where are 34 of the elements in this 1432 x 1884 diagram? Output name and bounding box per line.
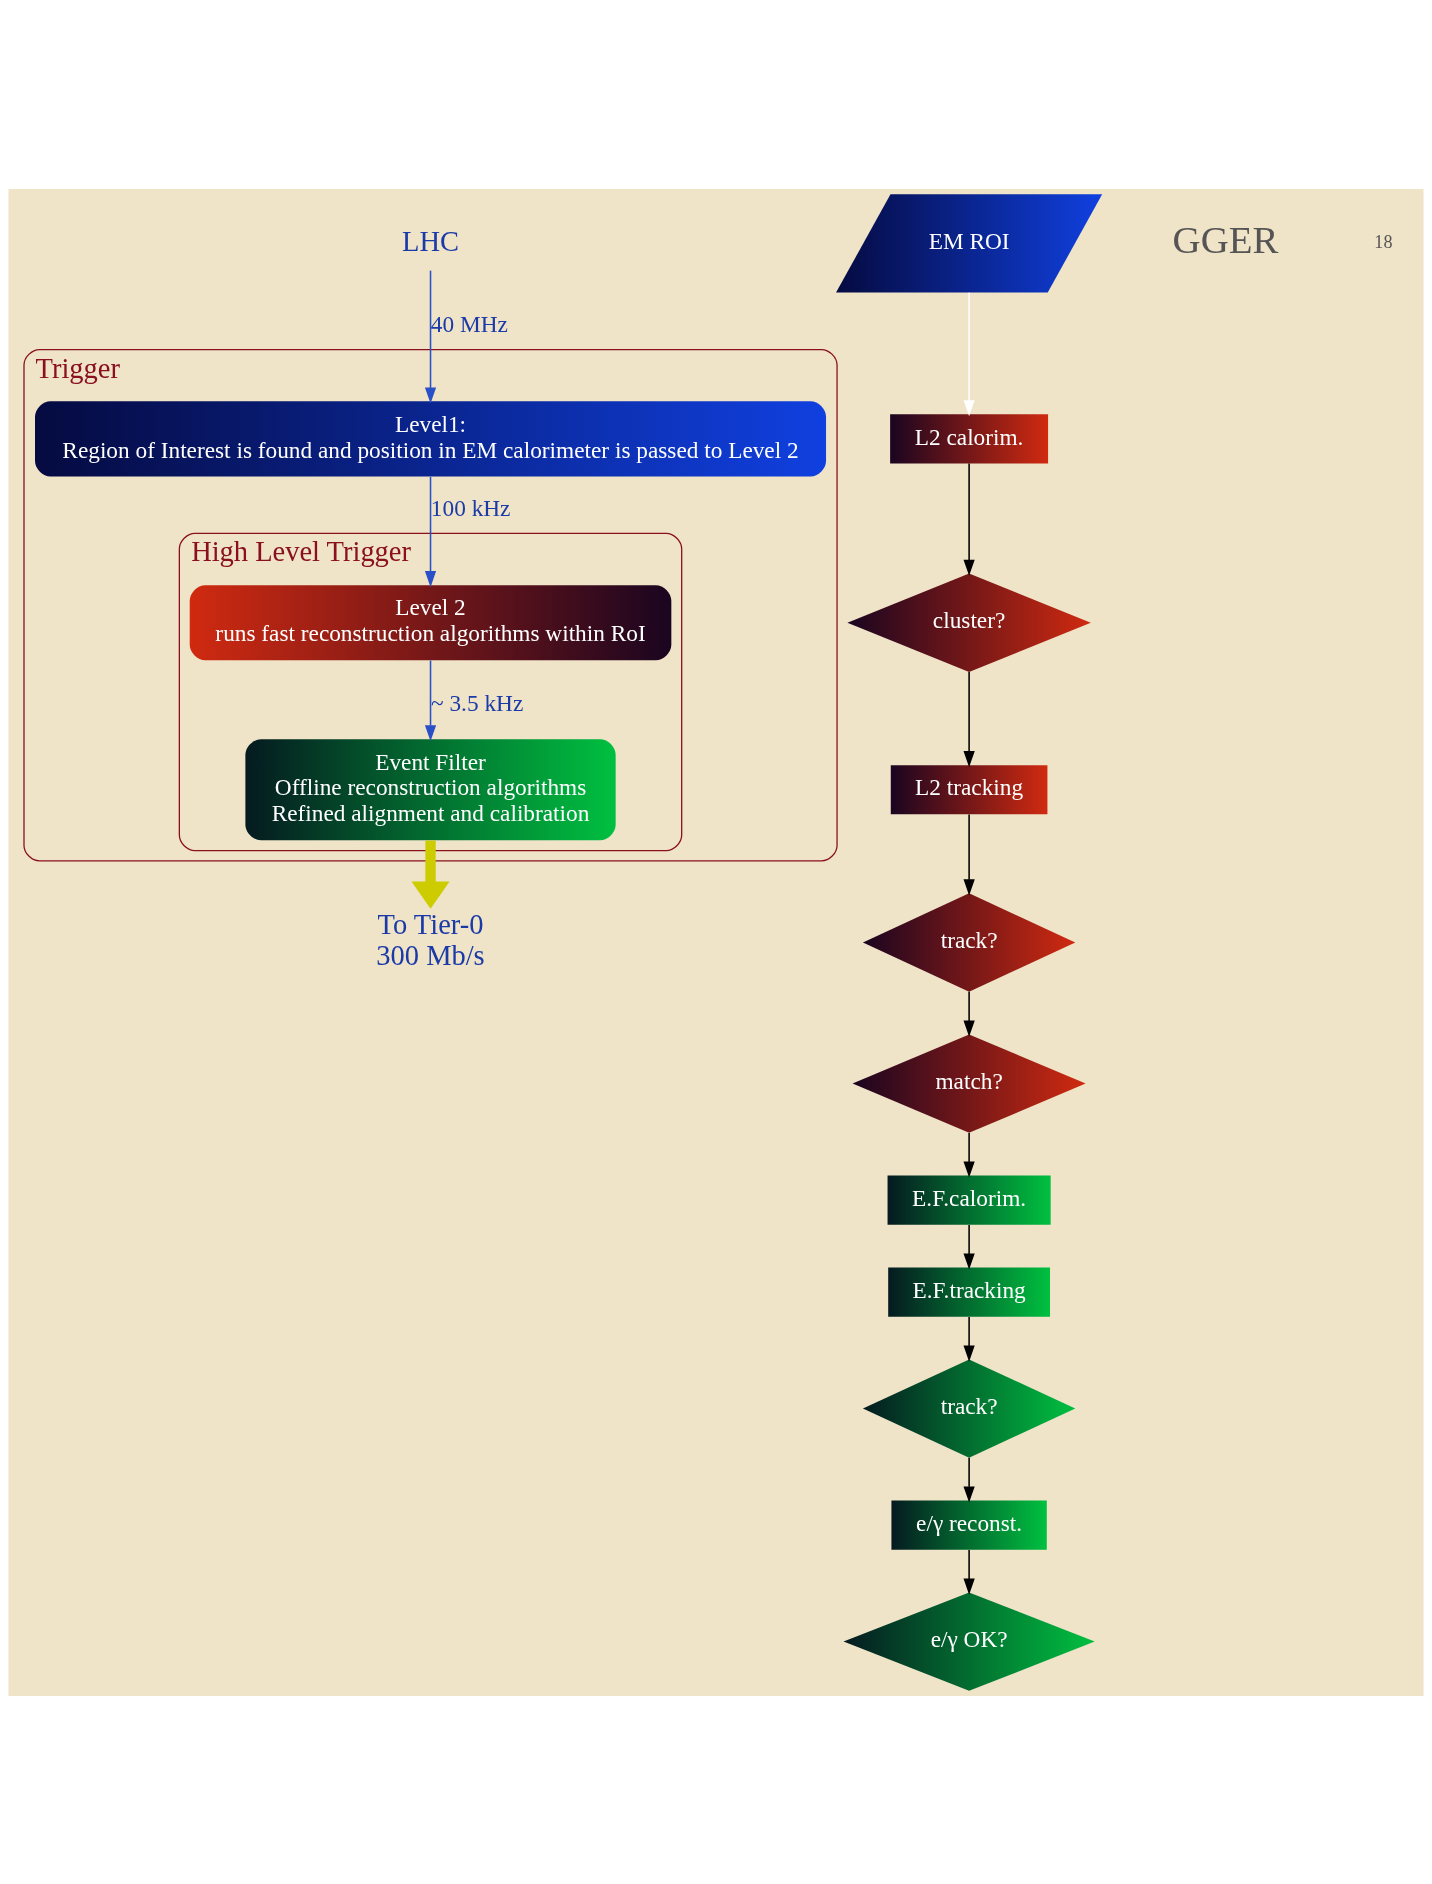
node-box: e/γ reconst. [891, 1500, 1047, 1550]
arrow [424, 475, 437, 587]
label: GGER [1172, 217, 1279, 261]
edge-label: 100 kHz [430, 494, 511, 521]
arrow [963, 1315, 975, 1362]
node-box: L2 tracking [890, 764, 1048, 814]
arrow [424, 659, 437, 741]
node-box: Event Filter Offline reconstruction algorithms Refined alignment and calibration [245, 738, 616, 840]
node-box: E.F.calorim. [887, 1175, 1051, 1225]
arrow [963, 1548, 975, 1595]
arrow [963, 1131, 975, 1177]
label: 18 [1374, 231, 1393, 252]
arrow [963, 1456, 975, 1502]
edge-label: 40 MHz [430, 310, 508, 337]
arrow [963, 291, 975, 416]
node-box: Level 2 runs fast reconstruction algorithms within RoI [189, 584, 672, 660]
node-diamond: cluster? [847, 573, 1091, 672]
arrow [963, 670, 975, 767]
node-diamond: track? [862, 1358, 1076, 1458]
node-text: LHC [402, 225, 459, 257]
node-diamond: match? [852, 1033, 1086, 1133]
arrow [963, 990, 975, 1037]
node-diamond: track? [862, 892, 1076, 992]
node-box: L2 calorim. [890, 413, 1049, 463]
arrow [411, 840, 450, 909]
node-diamond: e/γ OK? [843, 1591, 1095, 1691]
arrow [963, 813, 975, 895]
edge-label: ~ 3.5 kHz [431, 689, 524, 716]
arrow [424, 269, 437, 403]
arrow [963, 1223, 975, 1269]
node-box: Level1: Region of Interest is found and position in EM calorimeter is passed to Level 2 [35, 400, 827, 476]
node-box: E.F.tracking [888, 1266, 1051, 1317]
node-text: To Tier-0 300 Mb/s [376, 908, 485, 971]
arrow [963, 462, 975, 576]
